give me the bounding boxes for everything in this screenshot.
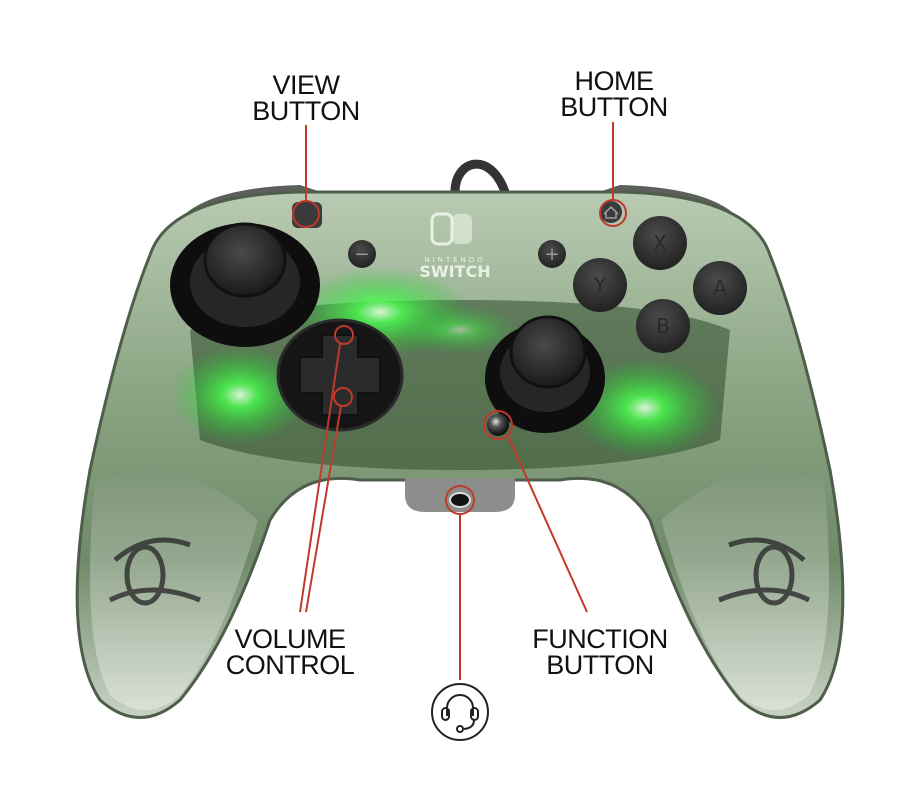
callout-function-button: FUNCTION BUTTON [515, 624, 685, 680]
plus-button [538, 240, 566, 268]
view-label-line2: BUTTON [252, 96, 360, 126]
callout-lines [292, 122, 627, 680]
svg-text:B: B [656, 314, 670, 338]
svg-text:Y: Y [593, 273, 607, 297]
face-buttons: X Y A B [573, 216, 747, 353]
view-label-line1: VIEW [272, 70, 340, 100]
audio-jack [449, 492, 471, 508]
svg-text:SWITCH: SWITCH [419, 262, 490, 281]
home-label-line2: BUTTON [560, 92, 668, 122]
cable [450, 159, 510, 194]
function-label-line2: BUTTON [546, 650, 654, 680]
y-button [573, 258, 627, 312]
view-button [292, 202, 322, 228]
headset-icon [431, 683, 489, 741]
function-label-line1: FUNCTION [532, 624, 668, 654]
function-button [487, 414, 509, 436]
left-analog-stick [170, 222, 320, 347]
a-button [693, 261, 747, 315]
minus-glyph: − [354, 244, 369, 265]
callout-volume-control: VOLUME CONTROL [215, 624, 365, 680]
callout-home-button: HOME BUTTON [548, 66, 680, 122]
right-analog-stick [485, 315, 605, 433]
svg-text:NINTENDO: NINTENDO [424, 256, 485, 264]
volume-label-line2: CONTROL [225, 650, 355, 680]
callout-view-button: VIEW BUTTON [240, 70, 372, 126]
d-pad [276, 318, 404, 432]
volume-label-line1: VOLUME [234, 624, 346, 654]
b-button [636, 299, 690, 353]
home-label-line1: HOME [574, 66, 655, 96]
plus-glyph: + [544, 244, 559, 265]
minus-button [348, 240, 376, 268]
switch-logo: NINTENDO SWITCH [419, 212, 491, 281]
svg-text:A: A [713, 276, 727, 300]
x-button [633, 216, 687, 270]
svg-text:X: X [653, 231, 667, 255]
home-icon [603, 205, 619, 219]
